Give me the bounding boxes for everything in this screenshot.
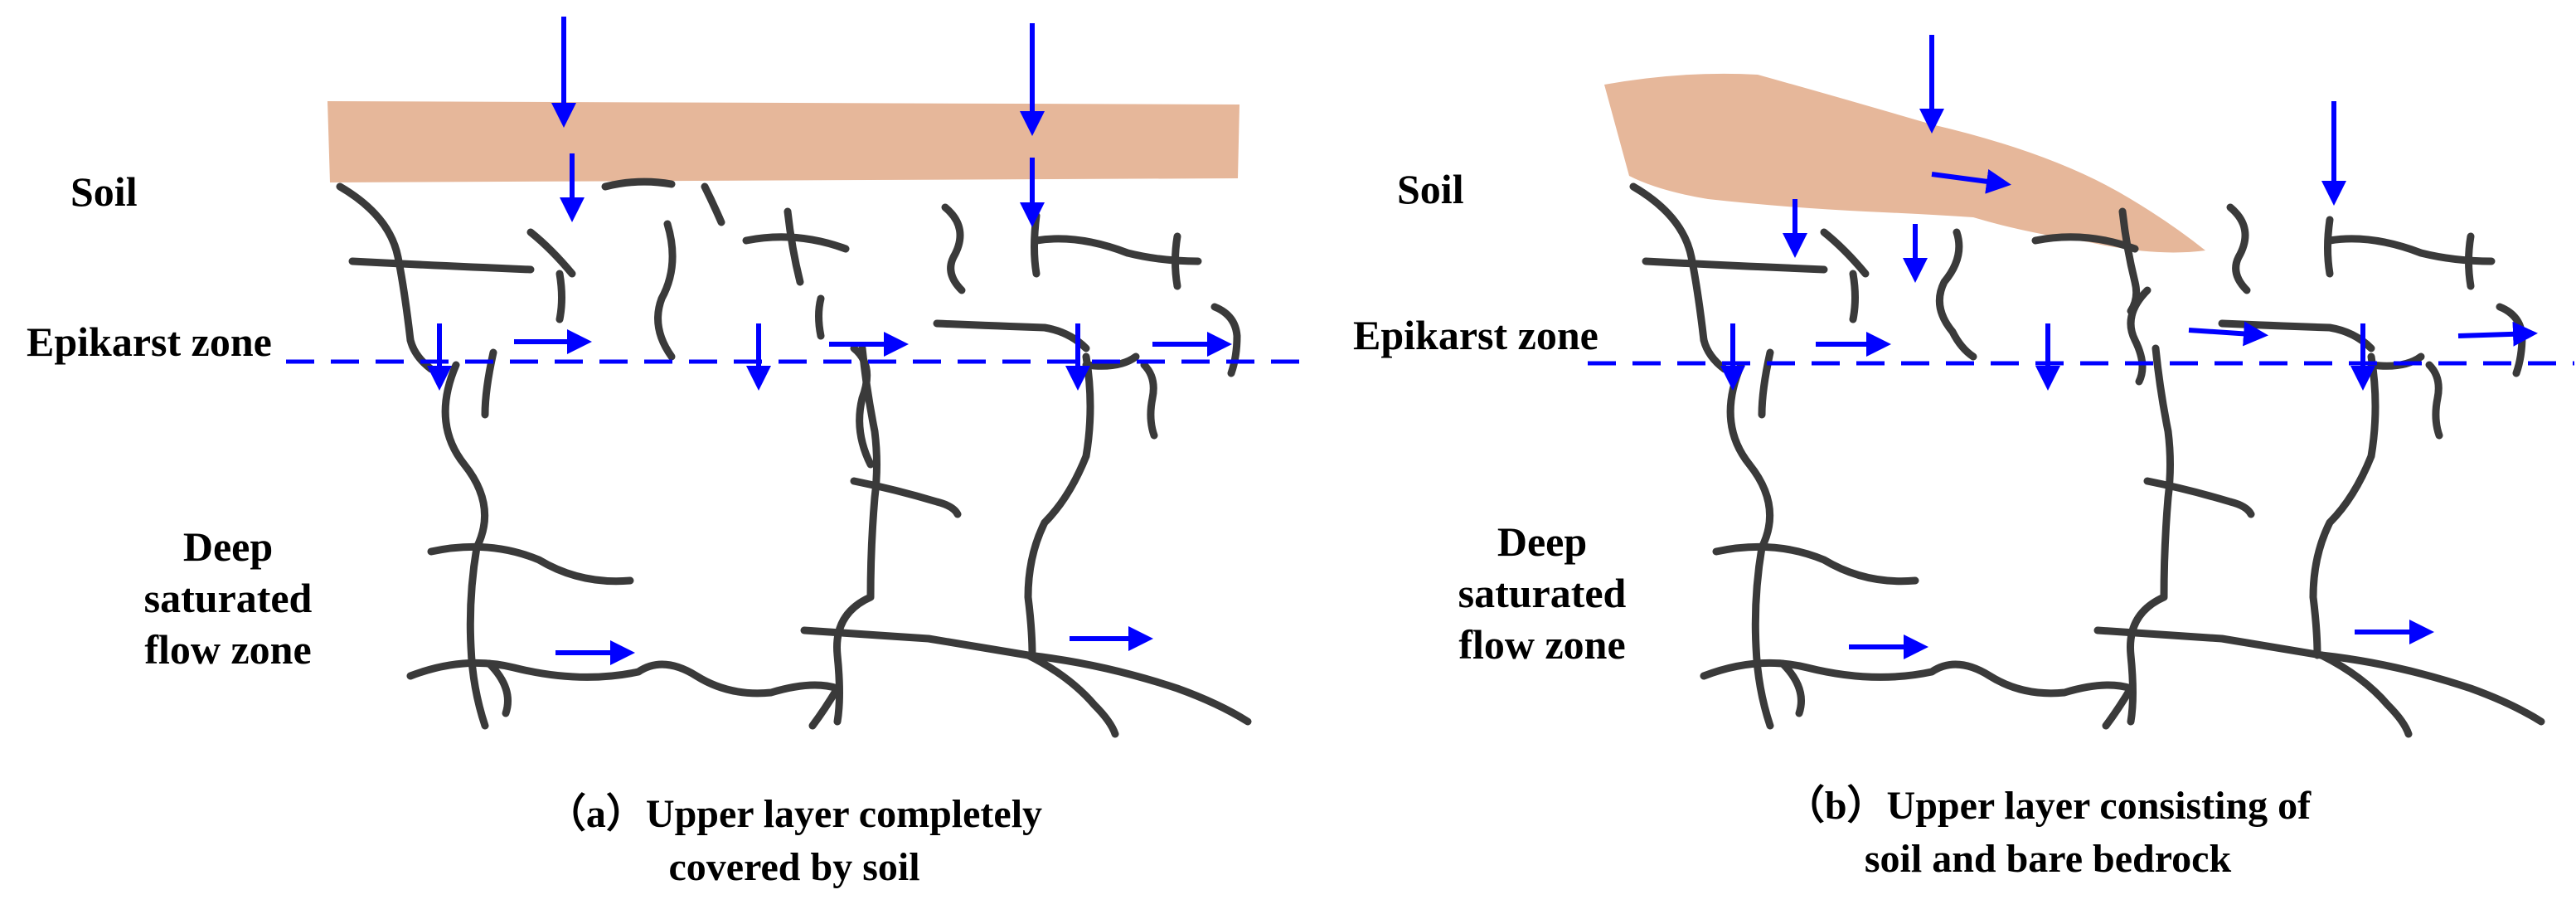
- panel-a: [286, 17, 1314, 738]
- deep-zone-label-b: Deep saturated flow zone: [1409, 516, 1675, 670]
- flow-arrows-b: [1720, 35, 2538, 659]
- caption-b: （b）Upper layer consisting of soil and ba…: [1675, 780, 2421, 886]
- soil-label-a: Soil: [70, 168, 138, 215]
- epikarst-label-a: Epikarst zone: [27, 318, 272, 365]
- caption-a-line-1: （a）Upper layer completely: [546, 792, 1043, 836]
- caption-b-line-2: soil and bare bedrock: [1864, 837, 2232, 881]
- fractures-b: [1629, 182, 2545, 738]
- epikarst-label-b: Epikarst zone: [1353, 312, 1598, 358]
- deep-label-line-3: flow zone: [1458, 621, 1626, 668]
- deep-zone-label-a: Deep saturated flow zone: [95, 521, 361, 675]
- caption-a-line-2: covered by soil: [668, 845, 920, 889]
- deep-label-line-3: flow zone: [144, 626, 312, 673]
- caption-b-line-1: （b）Upper layer consisting of: [1784, 784, 2312, 828]
- flow-arrows-a: [427, 17, 1232, 665]
- caption-a: （a）Upper layer completely covered by soi…: [421, 788, 1167, 894]
- fractures-a: [336, 177, 1252, 738]
- soil-layer-a: [327, 101, 1239, 182]
- deep-label-line-2: saturated: [143, 575, 313, 621]
- deep-label-line-1: Deep: [182, 523, 274, 570]
- panel-b: [1588, 35, 2574, 738]
- deep-label-line-2: saturated: [1458, 570, 1627, 616]
- deep-label-line-1: Deep: [1497, 518, 1588, 565]
- soil-layer-b: [1604, 73, 2205, 253]
- soil-label-b: Soil: [1397, 166, 1464, 212]
